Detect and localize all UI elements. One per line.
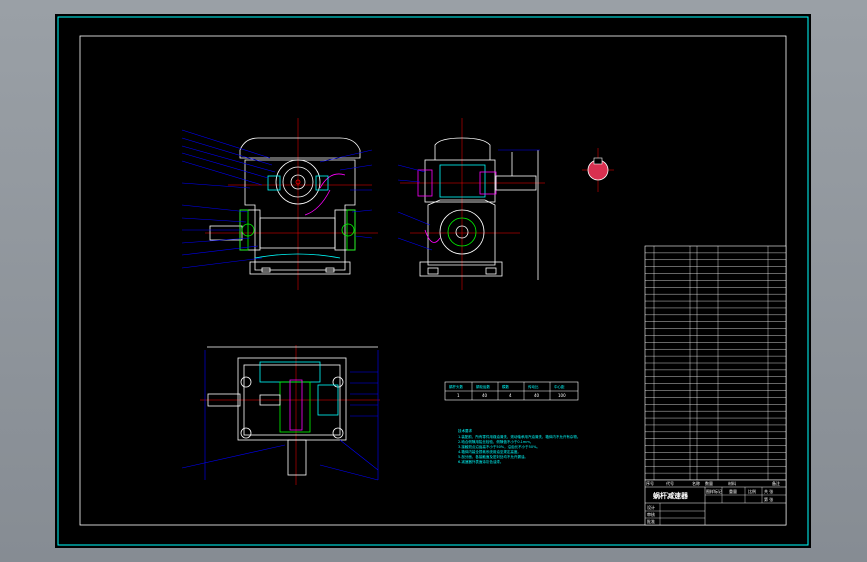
tech-note-line-3: 3.接触斑点沿齿高不小于50%，沿齿长不小于50%。 (458, 444, 540, 449)
tech-header-2: 模数 (502, 384, 510, 389)
tech-header-0: 蜗杆头数 (449, 384, 463, 389)
key-section-detail (582, 148, 614, 192)
header-cell-name: 名称 (692, 480, 700, 486)
scale-cell-scale: 比例 (748, 488, 756, 494)
tech-header-1: 蜗轮齿数 (476, 384, 490, 389)
tech-value-0: 1 (457, 393, 460, 398)
bill-of-materials (644, 245, 787, 481)
tech-note-line-1: 1.装配前，所有零件用煤油清洗，滚动轴承用汽油清洗，箱体内不允许有杂物。 (458, 434, 580, 439)
tech-note-line-6: 6.减速器外表面涂灰色油漆。 (458, 459, 503, 464)
field-design: 设计 (647, 504, 655, 510)
tech-value-1: 40 (482, 393, 488, 398)
side-view-leaders (397, 149, 540, 251)
header-cell-seq: 序号 (646, 480, 654, 486)
scale-cell-mark: 图样标记 (706, 488, 722, 494)
header-cell-code: 代号 (666, 480, 674, 486)
scale-cell-total: 共 张 (764, 488, 773, 494)
scale-cell-weight: 重量 (729, 488, 737, 494)
top-view (200, 345, 380, 485)
title-block: 序号 代号 名称 数量 材料 备注 蜗杆减速器 图样标记 重量 比例 共 张 第… (644, 479, 787, 526)
scale-cell-sheet: 第 张 (764, 496, 773, 502)
tech-notes-title: 技术要求 (458, 428, 472, 433)
tech-note-line-4: 4.箱体内装全损耗系统用油至规定高度。 (458, 449, 521, 454)
tech-header-4: 中心距 (554, 384, 565, 389)
tech-value-4: 100 (558, 393, 566, 398)
top-view-leaders (181, 350, 379, 481)
header-cell-material: 材料 (728, 480, 736, 486)
tech-parameter-table: 蜗杆头数 蜗轮齿数 模数 传动比 中心距 1 40 4 40 100 (444, 381, 579, 401)
front-view (205, 118, 378, 290)
title-block-name: 蜗杆减速器 (653, 491, 689, 500)
tech-note-line-2: 2.啮合侧隙用铅丝检验，侧隙值不小于0.1mm。 (458, 439, 533, 444)
tech-note-line-5: 5.剖分面、各接触面及密封处均不允许漏油。 (458, 454, 528, 459)
header-cell-remarks: 备注 (772, 480, 780, 486)
tech-value-3: 40 (534, 393, 540, 398)
tech-value-2: 4 (509, 393, 512, 398)
tech-header-3: 传动比 (528, 384, 539, 389)
sheet-outer-border (57, 16, 809, 546)
field-review: 审核 (647, 511, 655, 517)
field-approve: 批准 (647, 518, 655, 524)
side-view (400, 118, 545, 290)
front-view-leaders (181, 129, 373, 269)
tech-notes: 技术要求 1.装配前，所有零件用煤油清洗，滚动轴承用汽油清洗，箱体内不允许有杂物… (458, 428, 580, 464)
header-cell-qty: 数量 (705, 480, 713, 486)
